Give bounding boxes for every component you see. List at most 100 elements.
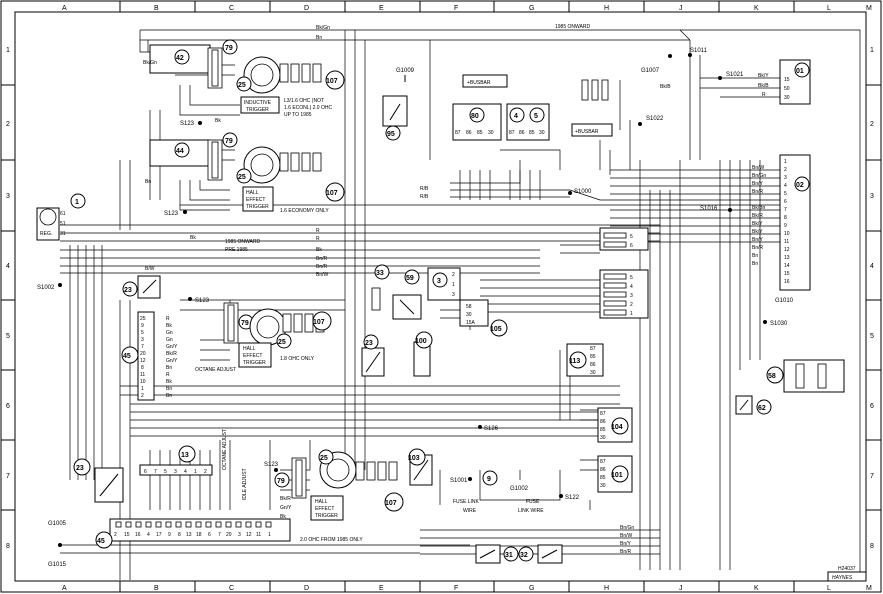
brand-label: HAYNES — [832, 575, 853, 581]
row-label: 1 — [870, 47, 874, 54]
component-number: 44 — [176, 148, 184, 155]
wire-label: Bk/Gn — [316, 25, 330, 31]
pin-label: 30 — [784, 95, 790, 101]
col-label: A — [62, 585, 67, 592]
splice-label: S1016 — [700, 206, 718, 212]
wire-label: Bk/B — [758, 83, 769, 89]
row-label: 7 — [870, 473, 874, 480]
pin-label: 7 — [218, 532, 221, 538]
component-number: 25 — [238, 174, 246, 181]
wire-label: Bn — [752, 261, 758, 267]
trigger-label: TRIGGER — [243, 360, 266, 366]
wire-note: WIRE — [463, 508, 477, 514]
pin-label: 87 — [600, 411, 606, 417]
pre-1985-note: PRE 1985 — [225, 247, 248, 253]
pin-label: 15A — [466, 320, 476, 326]
pin-label: 4 — [784, 183, 787, 189]
row-label: 6 — [870, 403, 874, 410]
notes-row-4: 1985 ONWARD PRE 1985 Bk Bk Bn/R Bn/R Bn/… — [190, 228, 329, 278]
component-number: 31 — [505, 552, 513, 559]
pin-label: 3 — [141, 337, 144, 343]
pin-label: 2 — [452, 272, 455, 278]
pin-label: 3 — [238, 532, 241, 538]
col-label: M — [866, 5, 872, 12]
component-number: 79 — [277, 478, 285, 485]
wire-label: Bk/R — [166, 351, 177, 357]
component-number: 113 — [569, 358, 580, 365]
wire-label: R — [316, 228, 320, 234]
component-number: 95 — [387, 131, 395, 138]
col-label: K — [754, 5, 759, 12]
pin-label: 9 — [141, 323, 144, 329]
ground-label: G1007 — [641, 68, 660, 74]
wire-label: Bk — [280, 514, 286, 520]
component-number: 01 — [796, 68, 804, 75]
row-label: 5 — [6, 333, 10, 340]
fuse-link-note: FUSE LINK — [453, 499, 480, 505]
component-number: 80 — [471, 113, 479, 120]
pin-label: 7 — [784, 207, 787, 213]
wire-label: B/W — [145, 266, 155, 272]
row-label: 6 — [6, 403, 10, 410]
pin-label: 85 — [529, 130, 535, 136]
pin-label: 15 — [124, 532, 130, 538]
fuse-label: 3 — [630, 293, 633, 299]
pin-label: 87 — [590, 346, 596, 352]
wire-label: R — [762, 92, 766, 98]
pin-label: 9 — [784, 223, 787, 229]
pin-label: 86 — [519, 130, 525, 136]
ecu-45-top-group: 25 9 5 3 7 20 12 8 11 10 1 2 R Bk Gn Gn … — [121, 297, 332, 401]
wire-label: R — [166, 316, 170, 322]
row-label: 2 — [870, 121, 874, 128]
relay-group-right: 113 87 85 86 30 104 87 86 85 30 101 87 8… — [566, 343, 845, 493]
component-number: 79 — [225, 45, 233, 52]
col-label: F — [454, 5, 458, 12]
effect-label: EFFECT — [243, 353, 262, 359]
ecu-45-bottom-connector — [109, 518, 291, 542]
onward-note: 1985 ONWARD — [225, 239, 260, 245]
row-label: 3 — [6, 193, 10, 200]
pin-label: 86 — [590, 362, 596, 368]
wire-label: Bn/Y — [752, 181, 764, 187]
ignition-switch-01: 01 15 50 30 Bk/Y Bk/B R — [758, 59, 811, 105]
wire-label: R — [316, 236, 320, 242]
pin-label: 8 — [784, 215, 787, 221]
wire-label: Gn/Y — [166, 344, 178, 350]
regulator-label: REG. — [40, 231, 52, 237]
wire-label: Bk/R — [280, 496, 291, 502]
pin-label: 7 — [154, 469, 157, 475]
pin-label: 6 — [208, 532, 211, 538]
ground-label: G1015 — [48, 562, 67, 568]
col-label: D — [304, 5, 309, 12]
component-number: 33 — [376, 270, 384, 277]
component-number: 107 — [313, 319, 325, 326]
pin-label: 16 — [784, 279, 790, 285]
pin-label: 30 — [600, 483, 606, 489]
pin-label: 85 — [600, 427, 606, 433]
pin-label: 2 — [114, 532, 117, 538]
fuse-note: FUSE — [526, 499, 540, 505]
pin-label: 18 — [196, 532, 202, 538]
grid-row-labels: 1 2 3 4 5 6 7 8 1 2 3 4 5 6 7 8 — [6, 47, 874, 550]
pin-label: 58 — [466, 304, 472, 310]
wire-label: Gn/Y — [166, 358, 178, 364]
economy-note: 1.6 ECONOMY ONLY — [280, 208, 329, 214]
pin-label: 61 — [60, 211, 66, 217]
pin-label: 12 — [784, 247, 790, 253]
pin-label: 86 — [600, 467, 606, 473]
pin-label: 20 — [140, 351, 146, 357]
wire-label: Bn/R — [316, 256, 328, 262]
component-number: 3 — [437, 278, 441, 285]
col-label: B — [154, 585, 159, 592]
wire-label: Bn/Gn — [620, 525, 634, 531]
splice-label: S126 — [484, 426, 499, 432]
col-label: H — [604, 5, 609, 12]
pin-label: 14 — [784, 263, 790, 269]
ground-label: G1010 — [775, 298, 794, 304]
component-number: 105 — [490, 326, 502, 333]
ground-label: G1002 — [510, 486, 529, 492]
wire-label: R — [166, 372, 170, 378]
onward-1985-note: 1985 ONWARD — [555, 24, 590, 30]
wire-label: Bn — [166, 393, 172, 399]
pin-label: 51 — [60, 221, 66, 227]
